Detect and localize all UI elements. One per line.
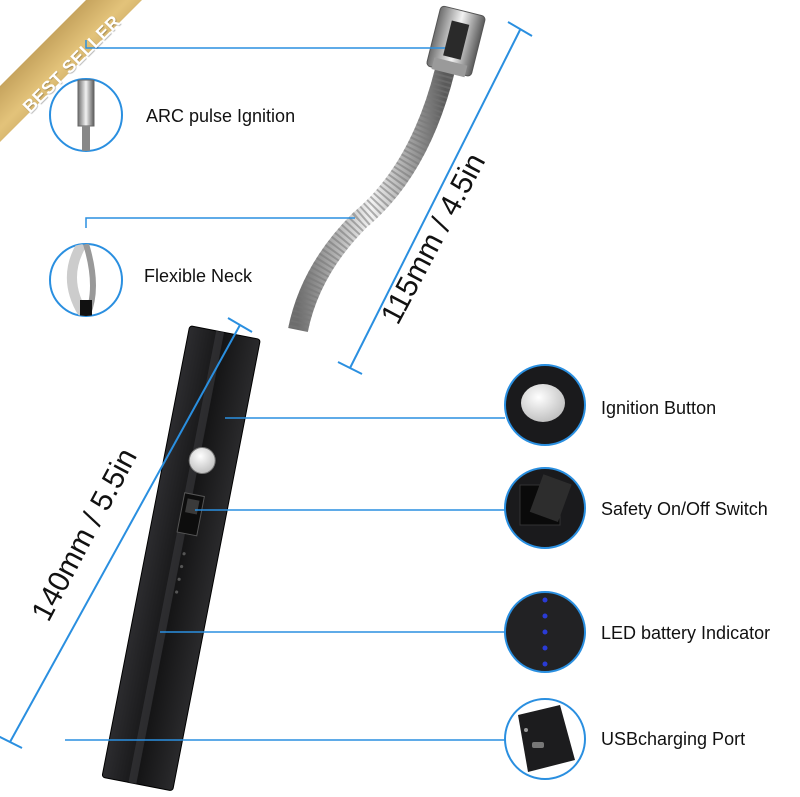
flexible-neck bbox=[288, 67, 455, 333]
leader-lines bbox=[65, 40, 505, 741]
flexible-neck-label: Flexible Neck bbox=[144, 266, 253, 286]
ignition-button-label: Ignition Button bbox=[601, 398, 717, 418]
arc-ignition-label: ARC pulse Ignition bbox=[146, 106, 296, 126]
arc-zoom-circle bbox=[49, 78, 123, 152]
led-zoom-circle bbox=[504, 591, 586, 673]
switch-zoom-circle bbox=[504, 467, 586, 549]
safety-switch-label: Safety On/Off Switch bbox=[601, 499, 768, 519]
body-dimension-line bbox=[0, 317, 253, 749]
neck-zoom-circle bbox=[49, 243, 123, 317]
best-seller-ribbon bbox=[0, 0, 142, 142]
lighter-body bbox=[101, 325, 261, 791]
usb-port-label: USBcharging Port bbox=[601, 729, 746, 749]
usb-zoom-circle bbox=[504, 698, 586, 780]
neck-dimension-line bbox=[337, 21, 533, 375]
led-indicator-label: LED battery Indicator bbox=[601, 623, 771, 643]
button-zoom-circle bbox=[504, 364, 586, 446]
arc-tip bbox=[426, 5, 486, 78]
